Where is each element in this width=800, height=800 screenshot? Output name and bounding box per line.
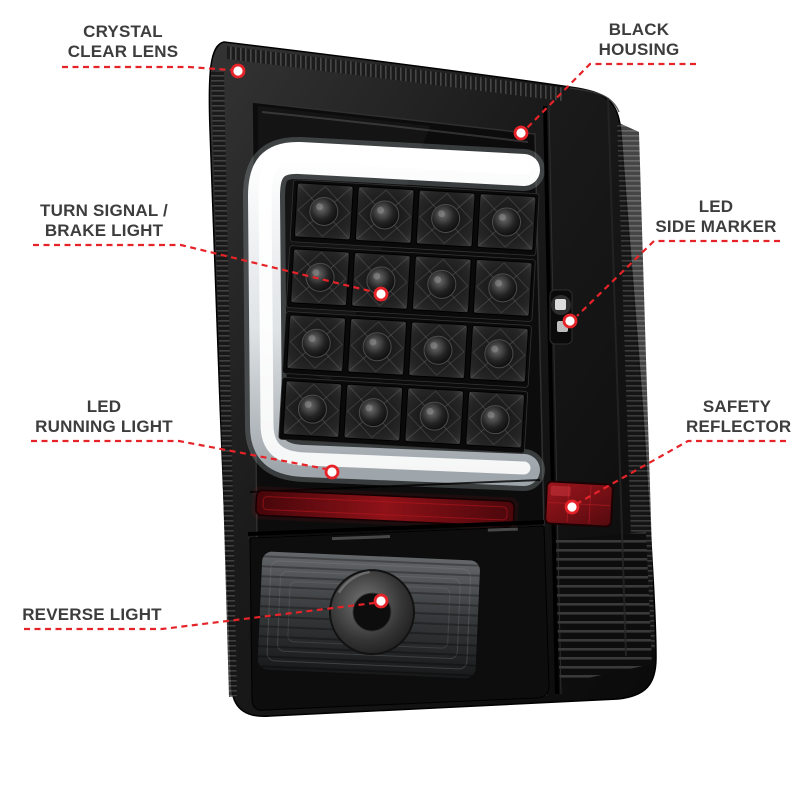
leader-line-turn-signal-brake-light (33, 243, 375, 294)
reverse-reflector (257, 551, 480, 679)
led-grid (278, 179, 540, 454)
side-marker (549, 289, 573, 345)
leader-line-black-housing (526, 62, 696, 129)
leader-dot-crystal-clear-lens (230, 63, 246, 79)
leader-dot-led-side-marker (562, 313, 578, 329)
leader-line-led-side-marker (576, 239, 780, 317)
leader-line-led-running-light (31, 439, 327, 471)
leader-dot-turn-signal-brake-light (373, 286, 389, 302)
leader-dot-led-running-light (324, 464, 340, 480)
housing-fins (552, 532, 652, 684)
leader-dot-safety-reflector (564, 499, 580, 515)
leader-line-crystal-clear-lens (62, 65, 232, 72)
etch-marks (331, 527, 518, 541)
leader-dot-reverse-light (373, 593, 389, 609)
leader-line-reverse-light (24, 601, 375, 631)
leader-dot-black-housing (513, 125, 529, 141)
top-edge-ribs (226, 46, 566, 101)
left-edge-ribs (211, 70, 237, 697)
right-edge-ribs (617, 122, 655, 655)
red-reflector-strip (251, 486, 519, 531)
leader-line-safety-reflector (577, 439, 786, 504)
